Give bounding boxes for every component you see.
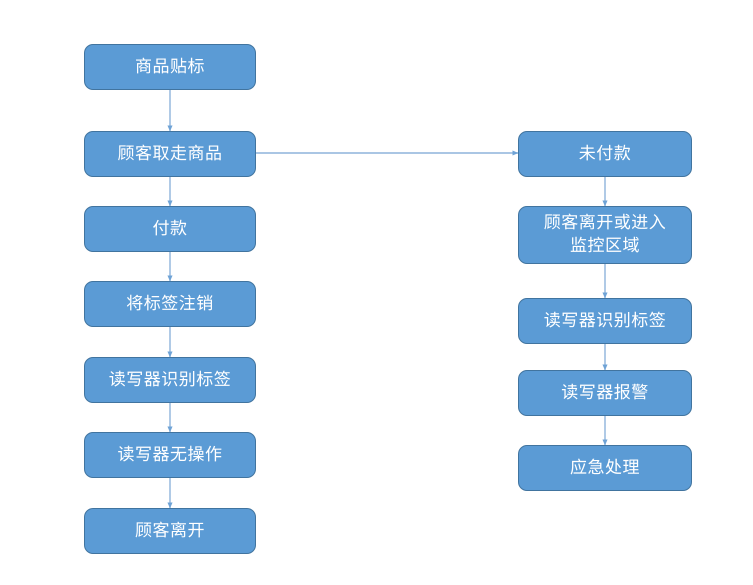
flow-node-label: 读写器无操作 bbox=[85, 444, 255, 467]
flow-node-label: 读写器识别标签 bbox=[519, 310, 691, 333]
flow-node-label: 将标签注销 bbox=[85, 293, 255, 316]
flow-node-label-line: 读写器识别标签 bbox=[543, 310, 667, 330]
flow-node-label-line: 顾客离开或进入 bbox=[543, 213, 667, 233]
flow-node-label-line: 将标签注销 bbox=[126, 293, 214, 313]
flow-node-label: 顾客离开 bbox=[85, 520, 255, 543]
flow-node-label: 读写器报警 bbox=[519, 382, 691, 405]
flow-node-label: 顾客离开或进入监控区域 bbox=[519, 212, 691, 258]
flow-node-n5[interactable]: 读写器识别标签 bbox=[84, 357, 256, 403]
flow-node-label-line: 商品贴标 bbox=[135, 56, 205, 76]
flow-node-label-line: 读写器报警 bbox=[561, 382, 649, 402]
flow-node-r4[interactable]: 读写器报警 bbox=[518, 370, 692, 416]
flow-node-label-line: 读写器无操作 bbox=[117, 444, 223, 464]
flow-node-n4[interactable]: 将标签注销 bbox=[84, 281, 256, 327]
flow-node-label: 顾客取走商品 bbox=[85, 143, 255, 166]
flow-node-n2[interactable]: 顾客取走商品 bbox=[84, 131, 256, 177]
flow-node-label-line: 应急处理 bbox=[570, 457, 640, 477]
flow-node-n1[interactable]: 商品贴标 bbox=[84, 44, 256, 90]
flow-node-label-line: 未付款 bbox=[578, 143, 632, 163]
flow-node-label: 读写器识别标签 bbox=[85, 369, 255, 392]
flow-node-label: 商品贴标 bbox=[85, 56, 255, 79]
flow-node-r5[interactable]: 应急处理 bbox=[518, 445, 692, 491]
flow-node-label: 未付款 bbox=[519, 143, 691, 166]
flow-node-label-line: 读写器识别标签 bbox=[108, 369, 232, 389]
flow-node-label-line: 监控区域 bbox=[570, 236, 640, 255]
flow-node-label: 应急处理 bbox=[519, 457, 691, 480]
flow-node-label-line: 顾客离开 bbox=[135, 520, 205, 540]
flow-node-r2[interactable]: 顾客离开或进入监控区域 bbox=[518, 206, 692, 264]
flow-node-r3[interactable]: 读写器识别标签 bbox=[518, 298, 692, 344]
flow-node-r1[interactable]: 未付款 bbox=[518, 131, 692, 177]
flow-node-label-line: 付款 bbox=[152, 218, 188, 238]
flow-node-label-line: 顾客取走商品 bbox=[117, 143, 223, 163]
flow-node-label: 付款 bbox=[85, 218, 255, 241]
flow-node-n6[interactable]: 读写器无操作 bbox=[84, 432, 256, 478]
flow-node-n3[interactable]: 付款 bbox=[84, 206, 256, 252]
flow-node-n7[interactable]: 顾客离开 bbox=[84, 508, 256, 554]
